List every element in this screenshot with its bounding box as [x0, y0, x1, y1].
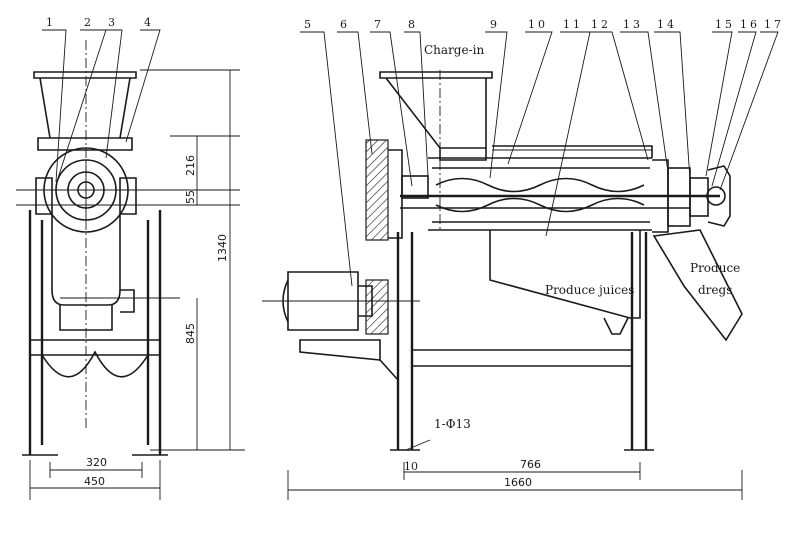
part-number-16: 16: [740, 18, 760, 31]
part-number-13: 13: [623, 18, 643, 31]
part-number-15: 15: [715, 18, 735, 31]
part-number-8: 8: [408, 18, 415, 31]
dim-side-length: 1660: [504, 476, 532, 489]
part-number-14: 14: [657, 18, 677, 31]
front-view: [16, 40, 200, 456]
dim-height-total: 1340: [216, 234, 229, 262]
part-number-17: 17: [764, 18, 784, 31]
part-number-12: 12: [591, 18, 611, 31]
part-number-2: 2: [84, 16, 91, 29]
dim-height-top: 216: [184, 155, 197, 176]
hole-spec-label: 1-Φ13: [434, 417, 471, 431]
dimension-values: 320 450 216 55 1340 845 766 1660: [84, 155, 541, 489]
charge-in-label: Charge-in: [424, 43, 484, 57]
part-number-5: 5: [304, 18, 311, 31]
produce-dregs-label-line2: dregs: [698, 283, 732, 297]
dim-height-lower: 845: [184, 323, 197, 344]
produce-dregs-label-line1: Produce: [690, 261, 740, 275]
dim-front-outer-width: 450: [84, 475, 105, 488]
leader-lines: [42, 29, 779, 451]
dim-front-inner-width: 320: [86, 456, 107, 469]
front-view-dimensions: [29, 69, 245, 500]
part-number-1: 1: [46, 16, 53, 29]
side-view-dimensions: [287, 462, 743, 500]
part-number-9: 9: [490, 18, 497, 31]
part-number-3: 3: [108, 16, 115, 29]
part-number-10: 10: [528, 18, 548, 31]
part-number-4: 4: [144, 16, 151, 29]
part-number-11: 11: [563, 18, 583, 31]
part-number-7: 7: [374, 18, 381, 31]
dim-height-center: 55: [184, 190, 197, 204]
annotations: Charge-in Produce juices Produce dregs 1…: [404, 43, 740, 473]
part-number-6: 6: [340, 18, 347, 31]
side-view: [262, 70, 743, 451]
produce-juices-label: Produce juices: [545, 283, 634, 297]
dim-side-span: 766: [520, 458, 541, 471]
foot-reference-label: 10: [404, 460, 418, 473]
part-number-labels: 1 2 3 4 5 6 7 8 9 10 11 12 13 14 15 16 1…: [46, 16, 784, 31]
